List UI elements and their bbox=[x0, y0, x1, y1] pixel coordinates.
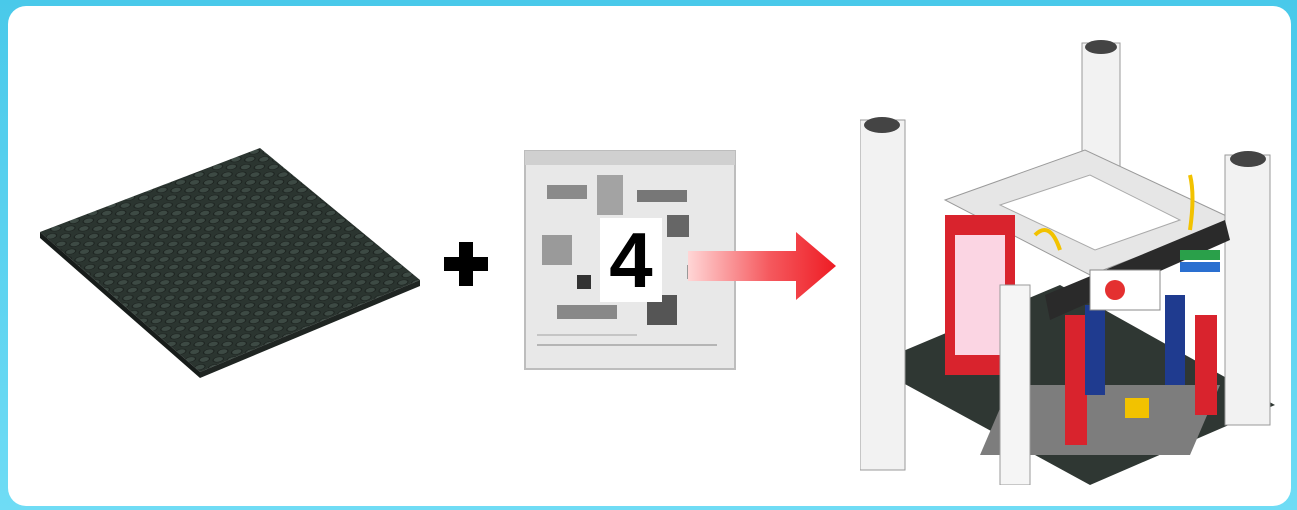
arrow-right-icon bbox=[688, 232, 836, 300]
plus-icon bbox=[440, 238, 492, 290]
bag-number: 4 bbox=[600, 218, 662, 302]
car-wash-model-image bbox=[860, 35, 1280, 485]
baseplate-image bbox=[30, 140, 430, 380]
